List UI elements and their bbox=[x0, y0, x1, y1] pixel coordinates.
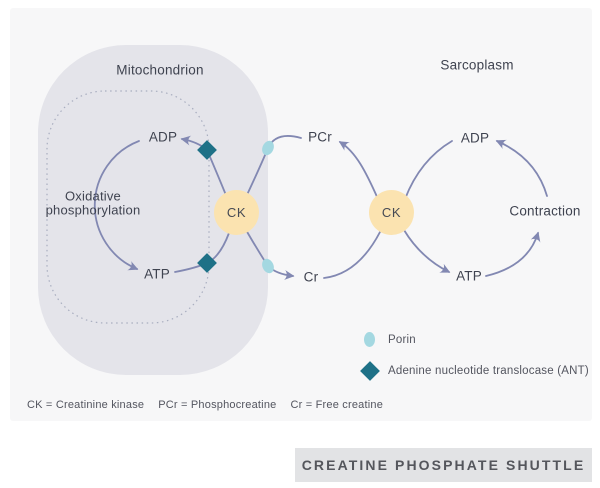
diagram-title: CREATINE PHOSPHATE SHUTTLE bbox=[301, 457, 586, 473]
arrow-atp-to-contraction bbox=[485, 231, 541, 277]
ck-mito-node: CK bbox=[214, 190, 259, 235]
arrow-ck-sarco-to-atp bbox=[403, 229, 451, 273]
cr-label: Cr bbox=[303, 269, 319, 285]
contraction-label: Contraction bbox=[509, 203, 581, 219]
footnote-cr: Cr = Free creatine bbox=[290, 399, 384, 411]
pcr-label: PCr bbox=[308, 129, 332, 145]
title-bar: CREATINE PHOSPHATE SHUTTLE bbox=[295, 448, 592, 482]
porin-icon bbox=[262, 140, 274, 156]
abbreviations-footnote: CK = Creatinine kinase PCr = Phosphocreat… bbox=[27, 399, 397, 411]
oxidative-phosphorylation-label: Oxidative phosphorylation bbox=[45, 188, 141, 218]
ant-diamond-icon bbox=[197, 140, 217, 160]
legend-porin-icon bbox=[364, 332, 375, 347]
ant-diamond-icon bbox=[197, 253, 217, 273]
atp-sarco-label: ATP bbox=[456, 268, 482, 284]
arrow-ck-sarco-to-pcr bbox=[338, 141, 379, 200]
footnote-ck: CK = Creatinine kinase bbox=[27, 399, 145, 411]
footnote-pcr: PCr = Phosphocreatine bbox=[158, 399, 277, 411]
sarcoplasm-label: Sarcoplasm bbox=[440, 57, 514, 73]
arrow-adp-to-atp-oxphos bbox=[93, 140, 140, 271]
inner-membrane-dashed-outline bbox=[46, 90, 210, 324]
atp-mito-label: ATP bbox=[144, 266, 170, 282]
adp-sarco-label: ADP bbox=[460, 130, 490, 146]
line-adp-to-ck-sarco bbox=[404, 140, 453, 200]
legend-ant-label: Adenine nucleotide translocase (ANT) bbox=[388, 365, 589, 377]
ck-sarco-node: CK bbox=[369, 190, 414, 235]
line-cr-to-ck-sarco bbox=[323, 231, 381, 279]
legend-porin-label: Porin bbox=[388, 334, 416, 346]
mitochondrion-label: Mitochondrion bbox=[116, 62, 204, 78]
arrow-contraction-to-adp bbox=[495, 139, 548, 197]
adp-mito-label: ADP bbox=[148, 129, 178, 145]
porin-icon bbox=[262, 258, 274, 274]
